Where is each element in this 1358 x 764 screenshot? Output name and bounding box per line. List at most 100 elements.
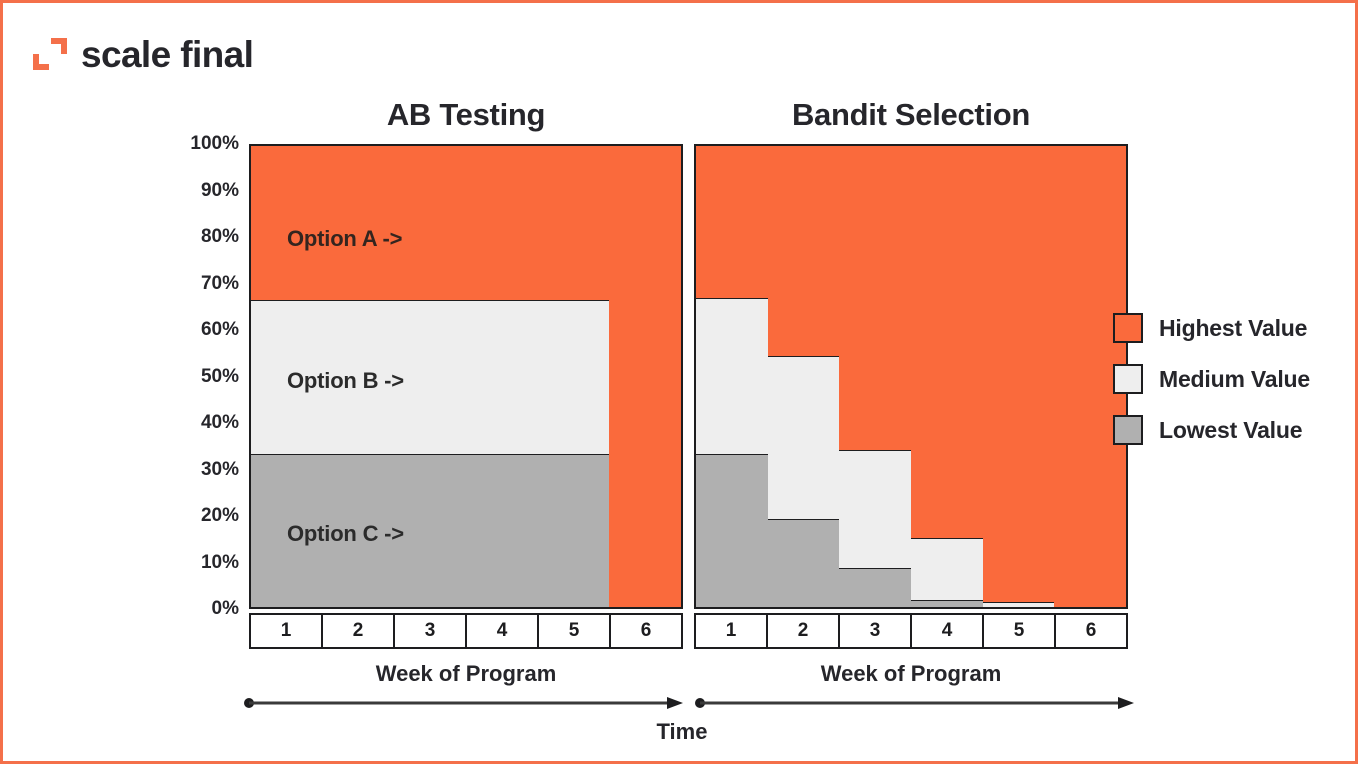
stack-segment <box>537 146 610 300</box>
inline-label-option-a: Option A -> <box>287 226 403 251</box>
segment-boundary <box>696 452 768 455</box>
y-axis-tick: 20% <box>200 505 239 526</box>
segment-boundary <box>767 518 840 521</box>
x-axis-tick: 1 <box>251 615 323 647</box>
legend-swatch-highest <box>1113 313 1143 343</box>
stack-column <box>466 146 538 607</box>
brand-name: scale final <box>81 34 254 75</box>
time-axis-label: Time <box>656 719 708 744</box>
segment-boundary <box>251 452 323 455</box>
corner-brackets-icon <box>33 37 67 72</box>
segment-boundary <box>839 566 911 569</box>
stack-segment <box>911 537 983 601</box>
segment-boundary <box>322 298 395 301</box>
legend-label: Highest Value <box>1159 314 1308 341</box>
segment-boundary <box>839 449 911 452</box>
stack-segment <box>466 299 538 454</box>
stack-column <box>322 146 395 607</box>
corner-top-right-icon <box>51 37 67 54</box>
x-axis-caption-bandit-selection: Week of Program <box>820 661 1002 686</box>
corner-bottom-left-icon <box>33 53 49 70</box>
stack-segment <box>251 453 323 607</box>
stack-column <box>537 146 610 607</box>
y-axis-tick: 10% <box>200 551 239 573</box>
legend-item-lowest[interactable]: Lowest Value <box>1113 415 1353 445</box>
charts-area: AB Testing Bandit Selection 100% 90% 80% 70… <box>3 3 1355 761</box>
stack-segment <box>322 453 395 607</box>
stack-segment <box>537 299 610 454</box>
stack-segment <box>696 453 768 607</box>
y-axis-tick: 30% <box>200 458 239 480</box>
stack-segment <box>767 355 840 520</box>
segment-boundary <box>696 297 768 300</box>
segment-boundary <box>466 298 538 301</box>
stack-segment <box>839 567 911 607</box>
stack-segment <box>839 146 911 451</box>
y-axis-tick: 0% <box>211 598 239 619</box>
panel-title-bandit-selection: Bandit Selection <box>791 97 1031 132</box>
x-axis-tick: 6 <box>640 620 652 641</box>
x-axis-caption-ab-testing: Week of Program <box>375 661 557 686</box>
stack-segment <box>537 453 610 607</box>
x-axis-tick: 5 <box>984 615 1056 647</box>
segment-boundary <box>537 452 610 455</box>
plot-bandit-selection <box>694 144 1128 609</box>
stack-column <box>982 146 1055 607</box>
legend-item-highest[interactable]: Highest Value <box>1113 313 1353 343</box>
plot-ab-testing: Option A -> Option B -> Option C -> <box>249 144 683 609</box>
x-axis-tick: 4 <box>467 615 539 647</box>
x-axis-tick: 4 <box>912 615 984 647</box>
x-axis-tick: 3 <box>840 615 912 647</box>
segment-boundary <box>767 354 840 357</box>
x-axis-tick: 5 <box>539 615 611 647</box>
stack-column <box>839 146 911 607</box>
y-axis-labels: 100%90%80%70%60%50%40%30%20%10%0% <box>153 133 239 619</box>
segment-boundary <box>911 536 983 539</box>
y-axis-tick: 70% <box>200 272 239 294</box>
stack-segment <box>251 146 323 300</box>
stack-segment <box>696 146 768 299</box>
brand-logo: scale final <box>33 34 254 75</box>
x-axis-tick: 3 <box>395 615 467 647</box>
stack-segment <box>767 146 840 356</box>
stack-segment <box>466 453 538 607</box>
stack-segment <box>982 602 1055 607</box>
x-axis-tick: 1 <box>696 615 768 647</box>
time-arrow-ab-testing <box>244 697 683 709</box>
stack-segment <box>394 146 466 300</box>
y-axis-tick: 40% <box>200 412 239 433</box>
stack-column <box>394 146 466 607</box>
y-axis-tick: 80% <box>200 226 239 247</box>
legend-item-medium[interactable]: Medium Value <box>1113 364 1353 394</box>
legend-swatch-medium <box>1113 364 1143 394</box>
stack-column <box>609 146 681 607</box>
stack-segment <box>609 146 681 607</box>
segment-boundary <box>466 452 538 455</box>
stack-column <box>911 146 983 607</box>
y-axis-tick: 90% <box>200 179 239 201</box>
stack-segment <box>982 146 1055 603</box>
inline-label-option-c: Option C -> <box>287 521 404 546</box>
y-axis-tick: 100% <box>190 133 239 154</box>
stack-segment <box>466 146 538 300</box>
segment-boundary <box>911 599 983 602</box>
stack-segment <box>394 453 466 607</box>
segment-boundary <box>251 298 323 301</box>
legend-label: Lowest Value <box>1159 416 1303 443</box>
legend-label: Medium Value <box>1159 365 1310 392</box>
segment-boundary <box>537 298 610 301</box>
stack-segment <box>767 519 840 607</box>
stack-segment <box>322 299 395 454</box>
x-axis-tick: 2 <box>768 615 840 647</box>
stack-segment <box>911 146 983 538</box>
time-arrow-bandit-selection <box>695 697 1134 709</box>
y-axis-tick: 50% <box>200 365 239 387</box>
panel-title-ab-testing: AB Testing <box>386 97 546 132</box>
legend-swatch-lowest <box>1113 415 1143 445</box>
segment-boundary <box>982 601 1055 604</box>
inline-label-option-b: Option B -> <box>287 368 404 393</box>
segment-boundary <box>394 452 466 455</box>
